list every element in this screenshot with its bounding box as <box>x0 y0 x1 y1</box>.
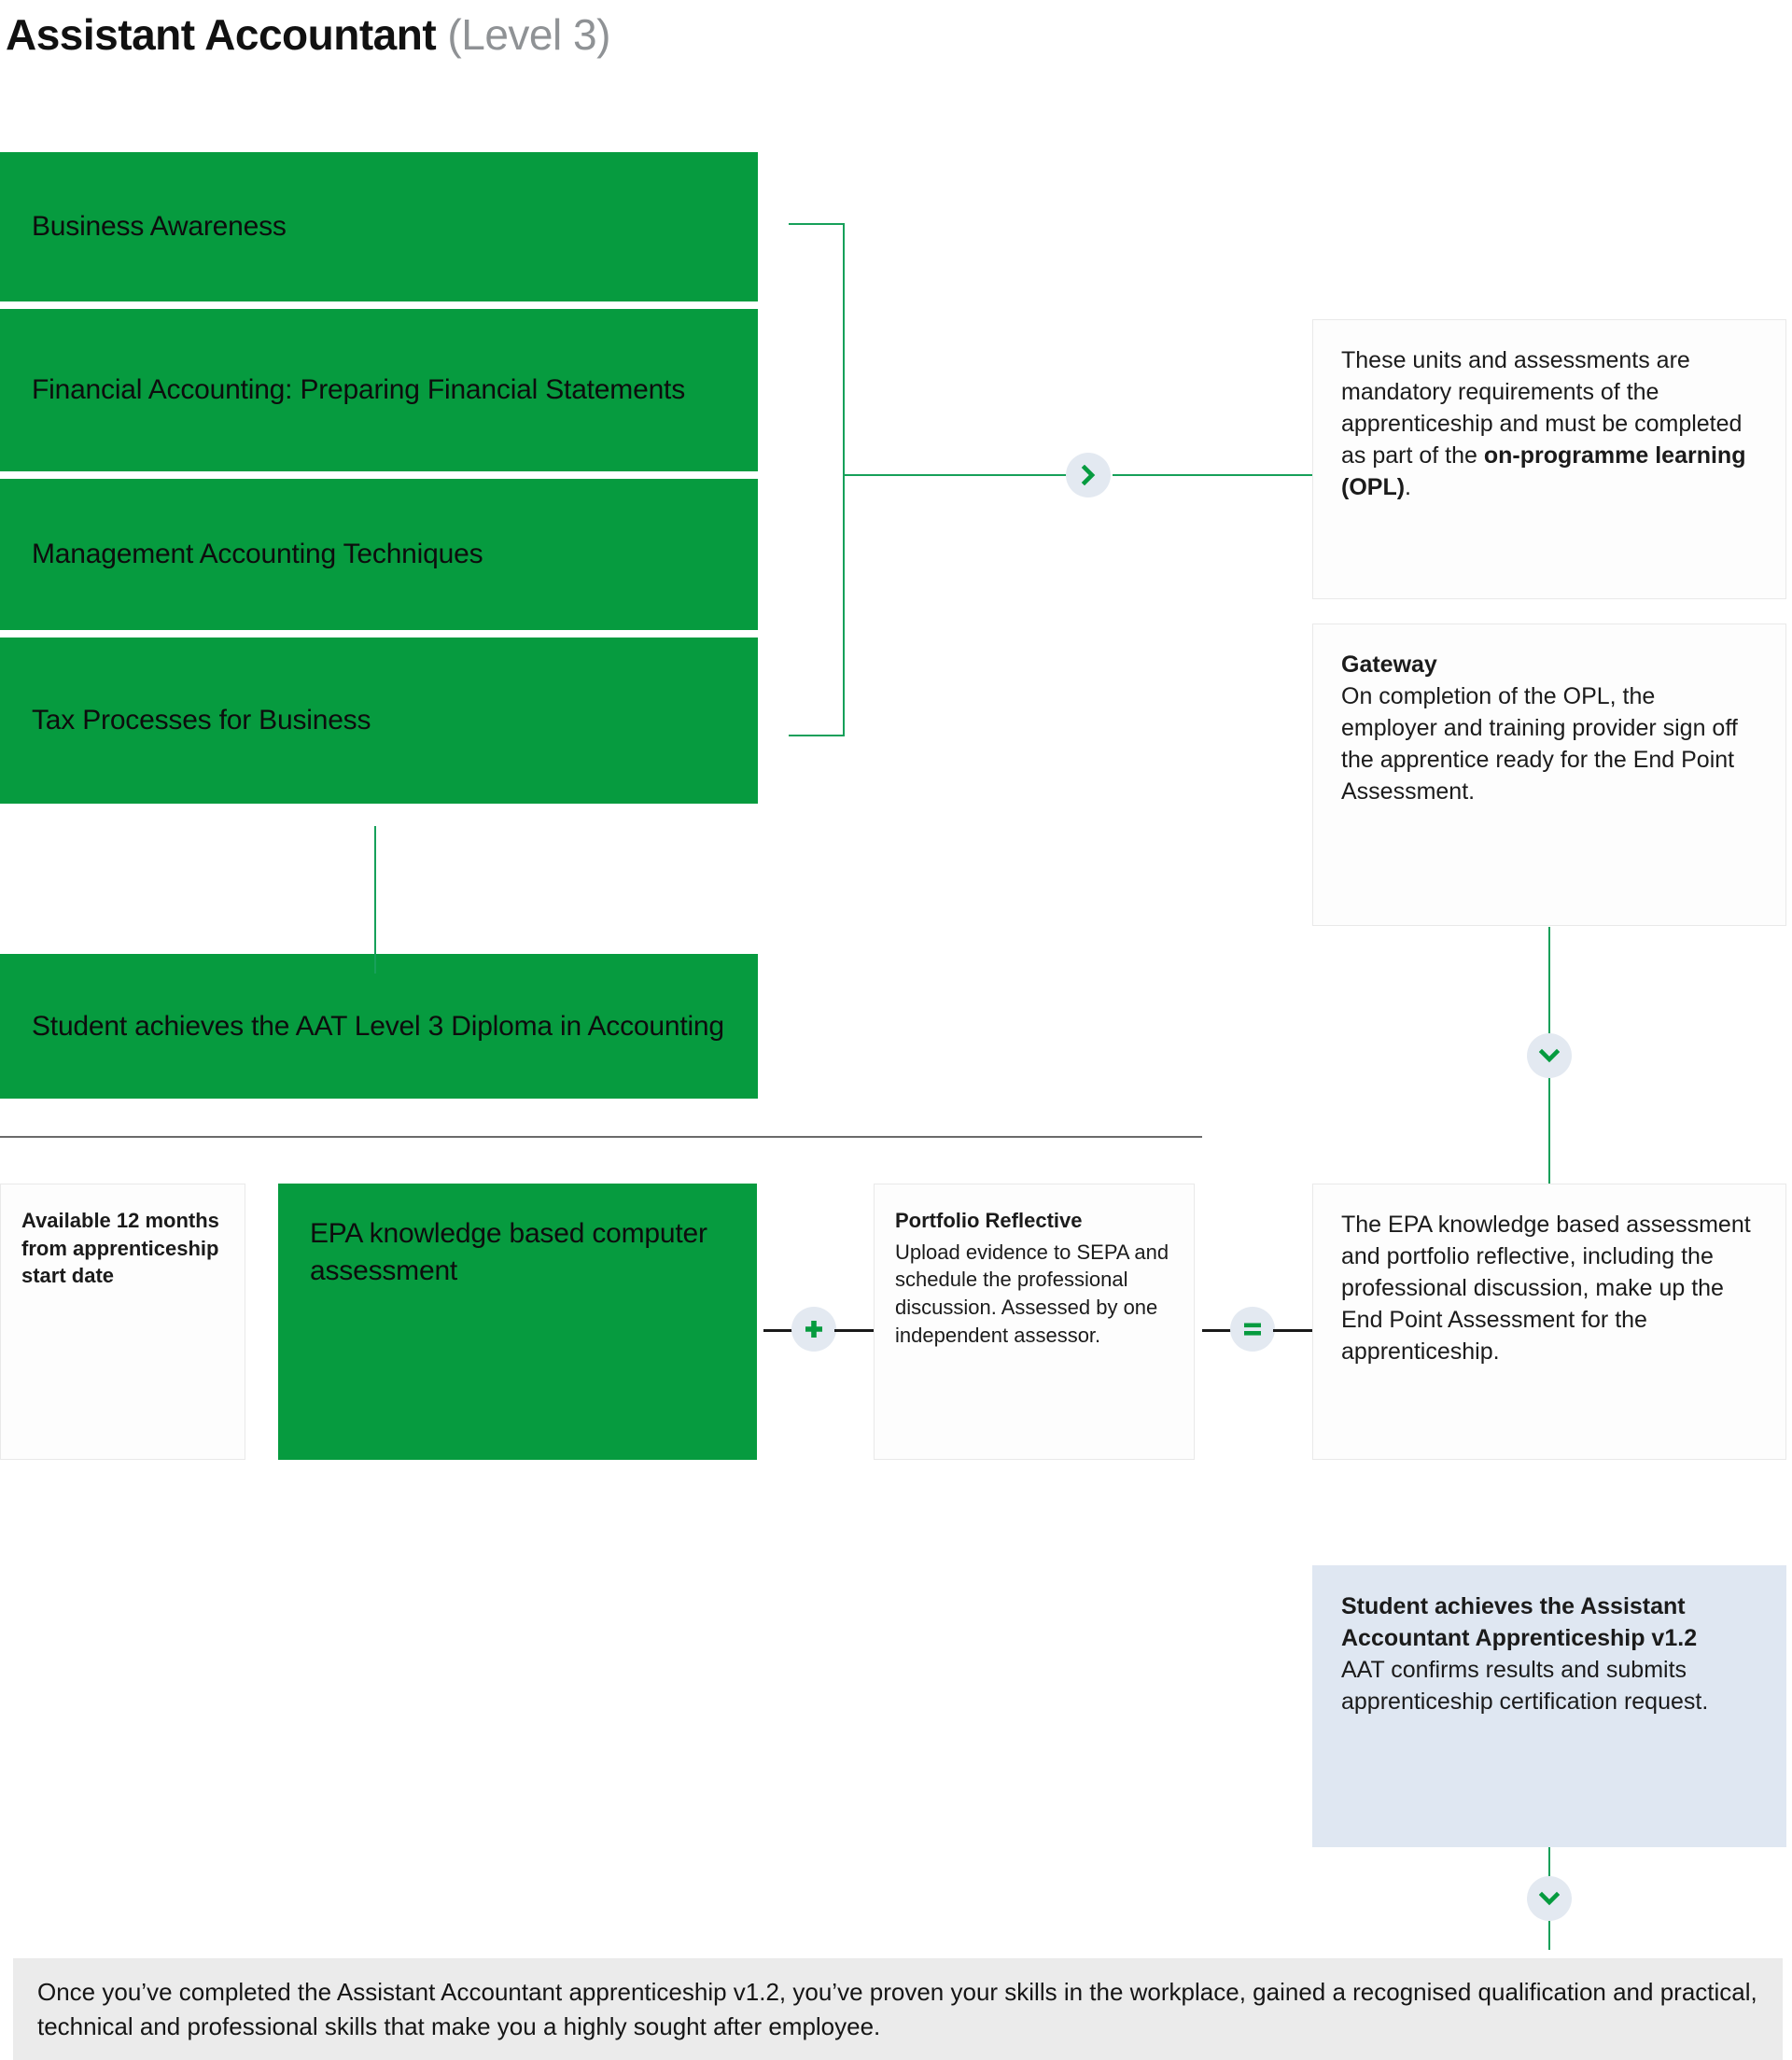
gateway-body: On completion of the OPL, the employer a… <box>1341 683 1738 805</box>
page-title-main: Assistant Accountant <box>6 10 437 59</box>
unit-box-tax-processes[interactable]: Tax Processes for Business <box>0 638 758 804</box>
equals-connector-right-line <box>1273 1329 1312 1332</box>
epa-summary-body: The EPA knowledge based assessment and p… <box>1341 1212 1751 1365</box>
section-divider <box>0 1136 1202 1138</box>
equals-icon <box>1230 1307 1275 1352</box>
portfolio-body: Upload evidence to SEPA and schedule the… <box>895 1240 1169 1347</box>
epa-assessment-label: EPA knowledge based computer assessment <box>310 1218 707 1286</box>
achievement-panel: Student achieves the Assistant Accountan… <box>1312 1565 1786 1847</box>
gateway-panel: Gateway On completion of the OPL, the em… <box>1312 624 1786 926</box>
diploma-label: Student achieves the AAT Level 3 Diploma… <box>32 1010 724 1042</box>
availability-text: Available 12 months from apprenticeship … <box>21 1209 219 1288</box>
opl-note-panel: These units and assessments are mandator… <box>1312 319 1786 599</box>
bracket-top-line <box>789 223 845 225</box>
unit-label: Financial Accounting: Preparing Financia… <box>32 374 685 406</box>
unit-label: Business Awareness <box>32 211 287 243</box>
opl-connector-line <box>1113 474 1312 476</box>
epa-assessment-box[interactable]: EPA knowledge based computer assessment <box>278 1184 757 1460</box>
plus-connector-right-line <box>834 1329 874 1332</box>
unit-box-financial-accounting[interactable]: Financial Accounting: Preparing Financia… <box>0 309 758 471</box>
bracket-vertical-line <box>843 223 845 736</box>
unit-label: Management Accounting Techniques <box>32 539 483 570</box>
diploma-connector-line <box>374 826 376 974</box>
portfolio-heading: Portfolio Reflective <box>895 1209 1083 1232</box>
unit-box-business-awareness[interactable]: Business Awareness <box>0 152 758 301</box>
page-title: Assistant Accountant (Level 3) <box>6 9 610 60</box>
chevron-right-icon <box>1066 453 1111 497</box>
footer-summary: Once you’ve completed the Assistant Acco… <box>13 1958 1783 2060</box>
chevron-down-icon <box>1527 1033 1572 1078</box>
epa-summary-panel: The EPA knowledge based assessment and p… <box>1312 1184 1786 1460</box>
diploma-box[interactable]: Student achieves the AAT Level 3 Diploma… <box>0 954 758 1099</box>
plus-connector-left-line <box>763 1329 793 1332</box>
bracket-bottom-line <box>789 735 845 736</box>
footer-text: Once you’ve completed the Assistant Acco… <box>37 1977 1757 2040</box>
unit-label: Tax Processes for Business <box>32 705 371 736</box>
plus-icon <box>791 1307 836 1352</box>
bracket-stem-line <box>843 474 1078 476</box>
achievement-body: AAT confirms results and submits apprent… <box>1341 1657 1709 1715</box>
page-title-level: (Level 3) <box>447 10 610 59</box>
achievement-heading: Student achieves the Assistant Accountan… <box>1341 1593 1698 1651</box>
unit-box-management-accounting[interactable]: Management Accounting Techniques <box>0 479 758 630</box>
opl-note-text: These units and assessments are mandator… <box>1341 347 1746 500</box>
equals-connector-left-line <box>1202 1329 1232 1332</box>
gateway-heading: Gateway <box>1341 652 1437 678</box>
portfolio-reflective-panel: Portfolio Reflective Upload evidence to … <box>874 1184 1195 1460</box>
chevron-down-icon-final <box>1527 1876 1572 1921</box>
availability-panel: Available 12 months from apprenticeship … <box>0 1184 245 1460</box>
